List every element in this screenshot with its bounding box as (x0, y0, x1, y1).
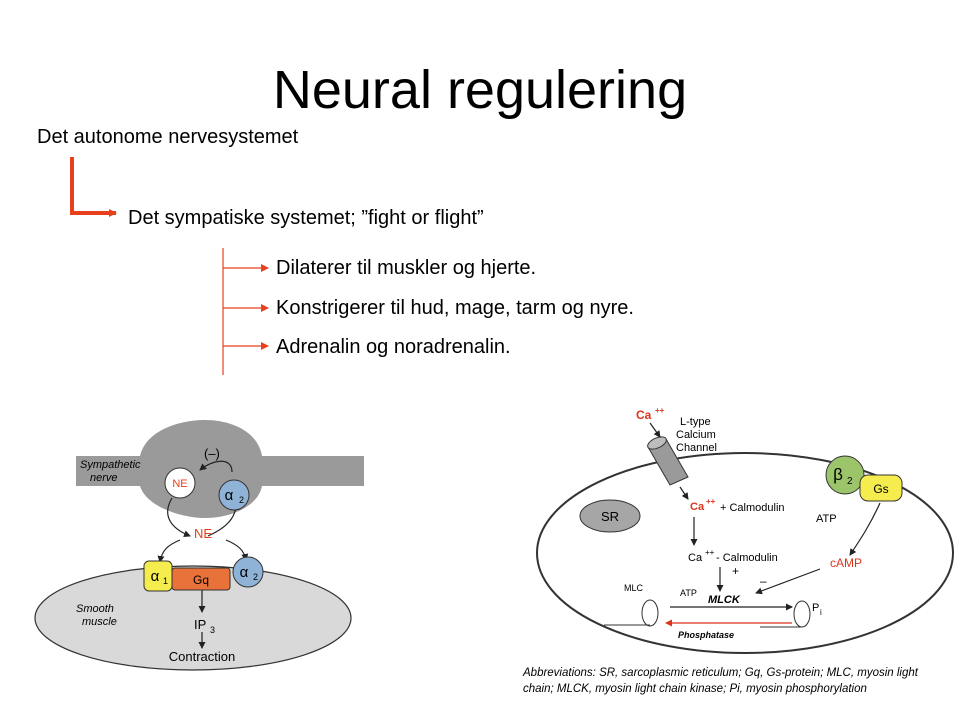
slide-title: Neural regulering (272, 60, 688, 120)
ca-outside-sup: ++ (655, 406, 665, 415)
elbow-arrow (70, 157, 117, 217)
myosin-light-chain (641, 599, 811, 628)
nerve-label: nerve (90, 472, 118, 484)
l-type-label: Channel (676, 442, 717, 454)
alpha1-sub: 1 (163, 576, 168, 586)
sr-label: SR (601, 509, 619, 524)
atp-label: ATP (680, 588, 697, 598)
smooth-muscle-cell (34, 565, 352, 671)
ca-inside-sup: ++ (706, 497, 716, 506)
inhibit-label: (–) (204, 446, 220, 461)
smooth-muscle-signaling-diagram: Ca ++ L-type Calcium Channel β 2 Gs SR C… (536, 406, 954, 654)
alpha2-label: α (240, 564, 249, 581)
l-type-label: L-type (680, 416, 711, 428)
beta2-label: β (833, 465, 843, 484)
phosphatase-label: Phosphatase (678, 630, 734, 640)
sarcoplasmic-reticulum (579, 499, 641, 533)
ne-vesicle (164, 467, 196, 499)
mlc-label: MLC (624, 583, 644, 593)
ip3-sub: 3 (210, 625, 215, 635)
bullet-item: Adrenalin og noradrenalin. (276, 336, 511, 358)
bullet-item: Konstrigerer til hud, mage, tarm og nyre… (276, 297, 634, 319)
muscle-label: Smooth (76, 603, 114, 615)
nerve-label: Sympathetic (80, 459, 141, 471)
alpha2-sub: 2 (253, 572, 258, 582)
l-type-label: Calcium (676, 429, 716, 441)
ca-calmodulin-rest: - Calmodulin (716, 552, 778, 564)
plus-label: + (732, 564, 739, 578)
atp-label: ATP (816, 513, 837, 525)
alpha1-label: α (151, 568, 160, 585)
gs-protein (859, 474, 903, 502)
ca-calmodulin: Ca (688, 552, 703, 564)
calmodulin-label: + Calmodulin (720, 502, 785, 514)
gq-protein (171, 567, 231, 591)
mlck-label: MLCK (708, 594, 741, 606)
alpha2-label: α (225, 487, 234, 504)
subtitle: Det autonome nervesystemet (37, 126, 299, 148)
ca-outside: Ca (636, 408, 652, 422)
abbreviations-footnote: Abbreviations: SR, sarcoplasmic reticulu… (523, 667, 918, 695)
minus-label: – (760, 574, 767, 588)
gs-label: Gs (873, 482, 888, 496)
bullet-item: Dilaterer til muskler og hjerte. (276, 257, 537, 279)
sympathetic-synapse-diagram: Sympathetic nerve (–) NE α 2 NE α 1 Gq α… (34, 420, 364, 671)
alpha2-receptor-bottom (232, 556, 264, 588)
sympathetic-heading: Det sympatiske systemet; ”fight or fligh… (128, 207, 484, 229)
pi-label: P (812, 602, 819, 614)
alpha2-sub: 2 (239, 495, 244, 505)
beta2-sub: 2 (847, 476, 853, 487)
contraction-label: Contraction (169, 649, 235, 664)
gq-label: Gq (193, 573, 209, 587)
smooth-muscle-cell (536, 452, 954, 654)
ne-label: NE (172, 478, 187, 490)
camp-label: cAMP (830, 556, 862, 570)
alpha2-receptor-top (218, 479, 250, 511)
beta2-receptor (825, 455, 865, 495)
ca-inside: Ca (690, 501, 705, 513)
ca-calmodulin-sup: ++ (705, 548, 715, 557)
muscle-label: muscle (82, 616, 117, 628)
connector-arrows (70, 157, 269, 375)
l-type-calcium-channel (647, 436, 689, 486)
pi-sub: i (820, 608, 822, 617)
ip3-label: IP (194, 617, 206, 632)
ne-released-label: NE (194, 526, 212, 541)
